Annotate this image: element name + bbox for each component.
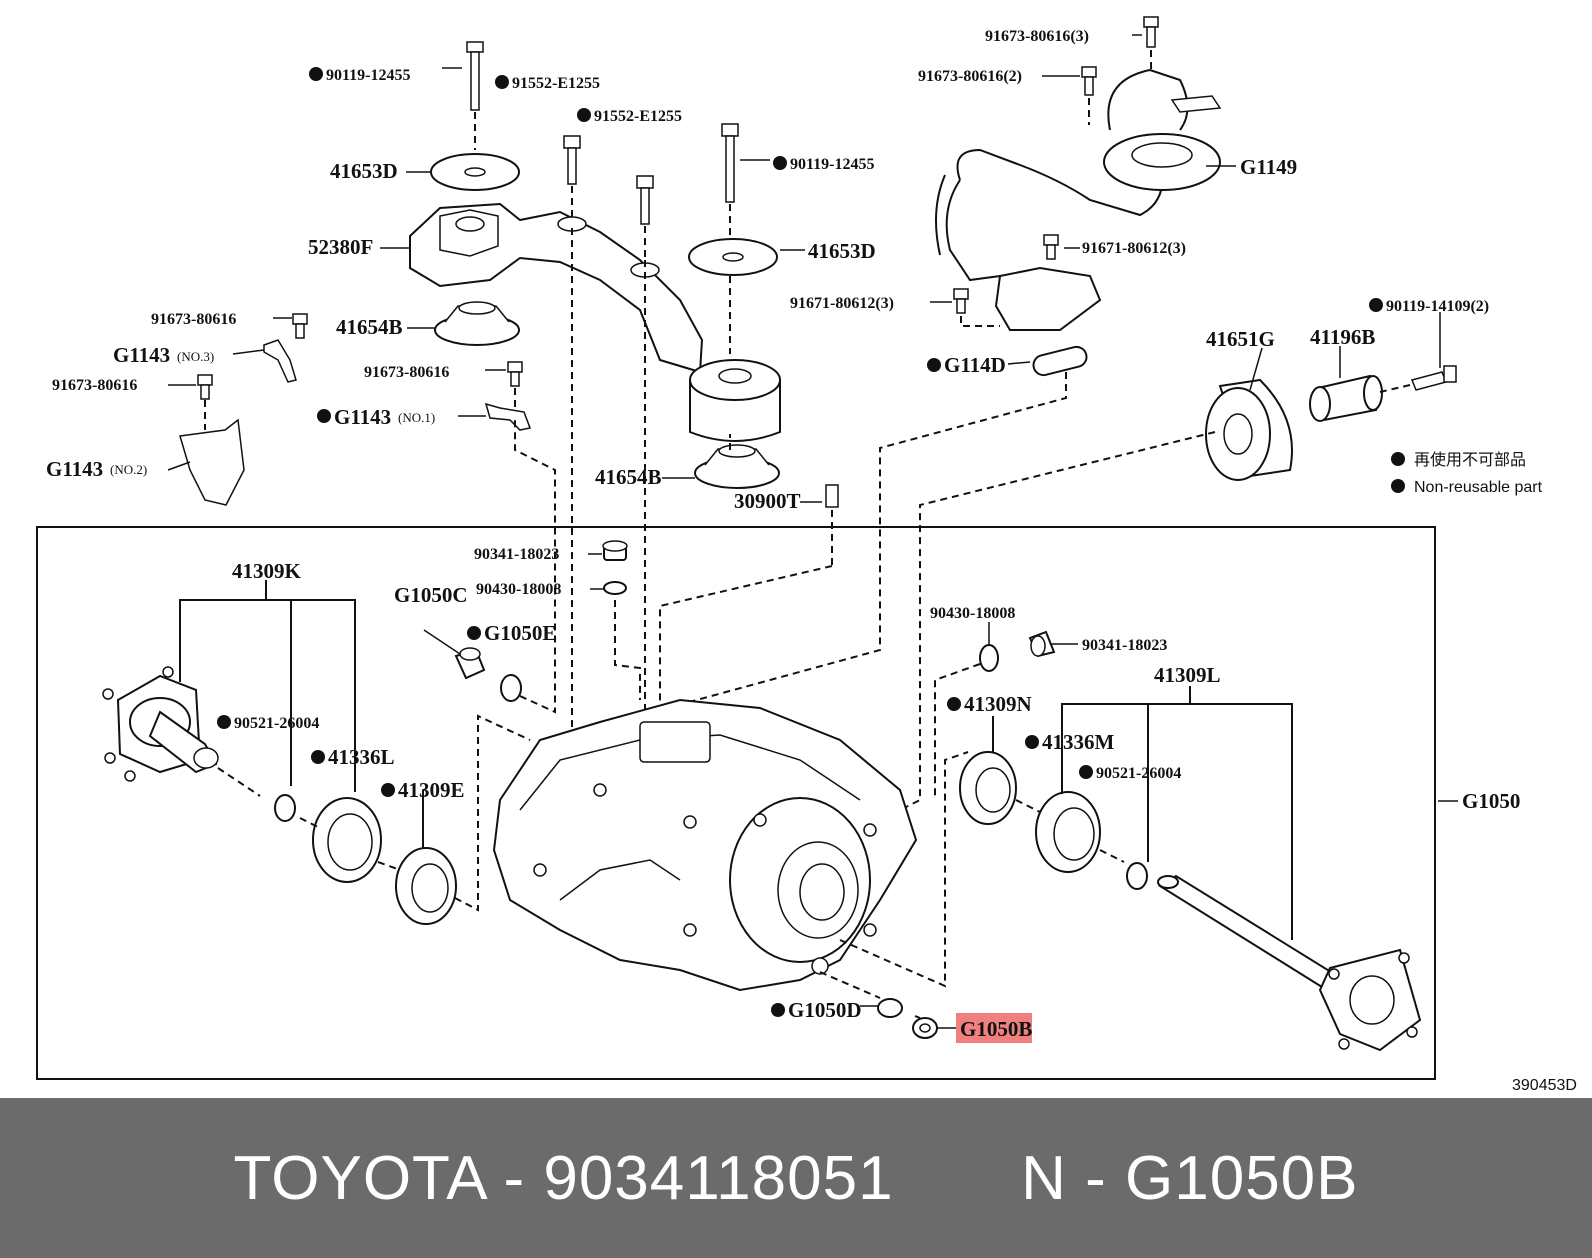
- label-91552-e1255-b: 91552-E1255: [594, 108, 682, 125]
- breather-30900t: [825, 484, 839, 566]
- label-90341-18023-b: 90341-18023: [1082, 637, 1167, 654]
- seal-g114d: [1032, 345, 1088, 377]
- label-91671-80612-3-right: 91671-80612(3): [1082, 240, 1186, 257]
- label-91673-80616-c: 91673-80616: [364, 364, 449, 381]
- washer-41653d-right: [688, 238, 778, 276]
- seal-41336l: [312, 797, 382, 883]
- label-41336m: 41336M: [1042, 730, 1115, 754]
- label-41336l: 41336L: [328, 745, 395, 769]
- bolt-91673-80616-2: [1081, 66, 1097, 125]
- legend-en-text: Non-reusable part: [1414, 479, 1543, 496]
- gasket-90430-18008-a: [603, 581, 627, 595]
- bolt-91673-80616-3: [1143, 16, 1159, 70]
- bracket-52380f: [409, 202, 704, 374]
- label-g114d: G114D: [944, 353, 1006, 377]
- label-41309e: 41309E: [398, 778, 465, 802]
- harness-g1149: [935, 68, 1222, 331]
- label-90521-26004-left: 90521-26004: [234, 715, 319, 732]
- pulley-41651g: [1205, 378, 1293, 481]
- label-91673-80616-3: 91673-80616(3): [985, 28, 1089, 45]
- snap-ring-90521-26004-left: [274, 794, 296, 822]
- label-90119-12455-right: 90119-12455: [790, 156, 874, 173]
- bracket-g1143-no3: [263, 339, 297, 383]
- snap-ring-90521-26004-right: [1126, 862, 1148, 890]
- gasket-90430-18008-b: [979, 644, 999, 672]
- bolt-90119-14109-2: [1379, 365, 1457, 393]
- axle-shaft-41309l: [1157, 874, 1422, 1052]
- seal-41336m: [1035, 791, 1101, 873]
- bracket-g1143-no2: [179, 418, 245, 506]
- legend-jp-text: 再使用不可部品: [1414, 450, 1526, 469]
- label-90430-18008-b: 90430-18008: [930, 605, 1015, 622]
- bolt-91671-80612-3-left: [953, 288, 1000, 327]
- label-41653d-left: 41653D: [330, 159, 398, 183]
- label-g1050c: G1050C: [394, 583, 468, 607]
- plug-g1050c: [454, 647, 486, 680]
- plug-90341-18023-a: [602, 540, 628, 561]
- mount-41654b-lower: [694, 444, 780, 489]
- bushing-right-upper: [689, 359, 781, 442]
- label-41654b-upper: 41654B: [336, 315, 403, 339]
- flange-shaft-41309k: [102, 666, 219, 782]
- label-g1149: G1149: [1240, 155, 1297, 179]
- bracket-g1143-no1: [484, 402, 532, 431]
- label-g1050e: G1050E: [484, 621, 556, 645]
- label-91673-80616-a: 91673-80616: [151, 311, 236, 328]
- differential-housing-g1050: [492, 698, 918, 992]
- bushing-41196b: [1309, 374, 1383, 422]
- label-g1050b: G1050B: [960, 1017, 1032, 1041]
- label-52380f: 52380F: [308, 235, 373, 259]
- bolt-91552-e1255-a: [563, 135, 581, 220]
- label-41196b: 41196B: [1310, 325, 1375, 349]
- bolt-91673-80616-b: [197, 374, 213, 430]
- part-number-footer: TOYOTA - 9034118051 N - G1050B: [0, 1098, 1592, 1258]
- label-no3: (NO.3): [177, 349, 214, 364]
- label-g1143-no3: G1143: [113, 343, 170, 367]
- label-90341-18023-a: 90341-18023: [474, 546, 559, 563]
- label-g1050: G1050: [1462, 789, 1520, 813]
- label-41309l: 41309L: [1154, 663, 1221, 687]
- label-g1143-no2: G1143: [46, 457, 103, 481]
- bolt-91673-80616-a: [292, 313, 308, 339]
- label-no2: (NO.2): [110, 462, 147, 477]
- label-41651g: 41651G: [1206, 327, 1275, 351]
- footer-text: TOYOTA - 9034118051 N - G1050B: [233, 1143, 1359, 1213]
- label-41654b-lower: 41654B: [595, 465, 662, 489]
- bolt-90119-12455-right: [721, 123, 739, 236]
- bolt-91671-80612-3-right: [1043, 234, 1059, 260]
- bolt-91673-80616-c: [507, 361, 523, 408]
- label-90119-12455-top: 90119-12455: [326, 67, 410, 84]
- label-90521-26004-right: 90521-26004: [1096, 765, 1181, 782]
- label-41653d-right: 41653D: [808, 239, 876, 263]
- label-g1143-no1: G1143: [334, 405, 391, 429]
- label-91673-80616-2: 91673-80616(2): [918, 68, 1022, 85]
- label-30900t: 30900T: [734, 489, 801, 513]
- label-91673-80616-b: 91673-80616: [52, 377, 137, 394]
- label-g1050d: G1050D: [788, 998, 862, 1022]
- bolt-90119-12455-left: [466, 41, 484, 150]
- seal-41309n: [959, 751, 1017, 825]
- highlight-g1050b: [956, 1013, 1032, 1043]
- gasket-g1050d: [877, 998, 903, 1018]
- label-41309n: 41309N: [964, 692, 1032, 716]
- label-90430-18008-a: 90430-18008: [476, 581, 561, 598]
- seal-41309e: [395, 847, 457, 925]
- label-91552-e1255-a: 91552-E1255: [512, 75, 600, 92]
- diagram-code: 390453D: [1512, 1077, 1577, 1094]
- plug-90341-18023-b: [1028, 630, 1056, 658]
- bolt-91552-e1255-b: [636, 175, 654, 258]
- parts-diagram: 90119-12455 91552-E1255 91552-E1255 9011…: [36, 16, 1577, 1094]
- washer-41653d-left: [430, 153, 520, 191]
- assembly-frame: [36, 526, 1436, 1080]
- mount-41654b-upper: [434, 301, 520, 346]
- gasket-g1050e: [500, 674, 522, 702]
- label-90119-14109-2: 90119-14109(2): [1386, 298, 1489, 315]
- label-41309k: 41309K: [232, 559, 302, 583]
- label-91671-80612-3-left: 91671-80612(3): [790, 295, 894, 312]
- plug-g1050b: [912, 1017, 938, 1039]
- label-no1: (NO.1): [398, 410, 435, 425]
